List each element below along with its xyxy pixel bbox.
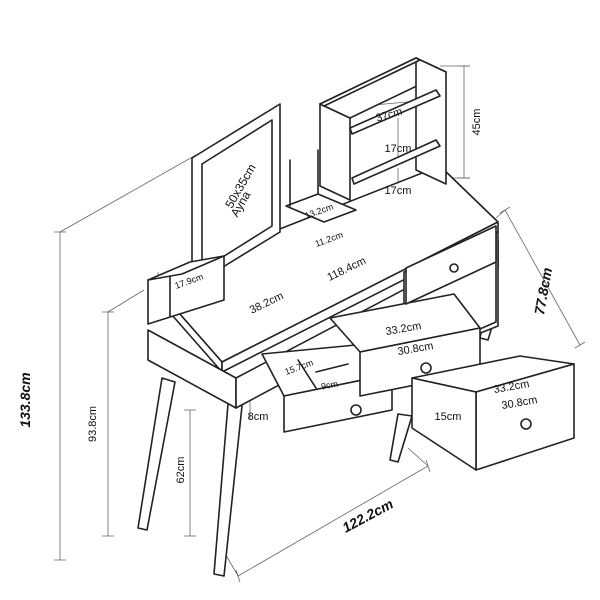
hutch-left-panel <box>319 103 351 201</box>
leg-front-left <box>137 377 176 531</box>
drawer-middle-knob <box>420 362 432 374</box>
drawer-back <box>405 225 497 305</box>
hutch-shelf-mid <box>351 139 441 185</box>
label-drawer-right-height: 15cm <box>435 411 462 423</box>
mirror-glass <box>201 119 273 271</box>
drawers <box>261 225 575 471</box>
mirror <box>191 103 281 287</box>
label-total-width: 122.2cm <box>339 496 395 536</box>
label-hutch-height: 45cm <box>471 109 483 136</box>
label-shelf-gap-1: 17cm <box>385 143 412 155</box>
label-total-height: 133.8cm <box>17 372 33 427</box>
leg-front-mid <box>213 403 243 577</box>
label-drawer-left-compartment: 9cm <box>320 379 338 392</box>
drawer-back-knob <box>449 263 459 273</box>
label-drawer-left-height: 8cm <box>248 411 269 423</box>
label-shelf-top-width: 37cm <box>375 106 404 125</box>
drawer-right-side <box>411 377 477 471</box>
label-leg-height: 62cm <box>175 457 187 484</box>
label-leg-to-top: 93.8cm <box>87 406 99 442</box>
drawer-right <box>411 355 575 471</box>
hutch-top-cap <box>319 57 421 107</box>
drawer-right-knob <box>520 418 532 430</box>
drawer-left-knob <box>350 404 362 416</box>
leg-back-right <box>389 413 413 463</box>
label-shelf-gap-2: 17cm <box>385 185 412 197</box>
left-cubby-top <box>147 255 225 281</box>
hutch <box>285 57 447 223</box>
hutch-right-panel <box>415 57 447 185</box>
hutch-shelf-top <box>349 89 441 135</box>
small-shelf <box>285 193 357 223</box>
left-cubby <box>147 255 225 325</box>
label-depth: 77.8cm <box>531 266 555 316</box>
